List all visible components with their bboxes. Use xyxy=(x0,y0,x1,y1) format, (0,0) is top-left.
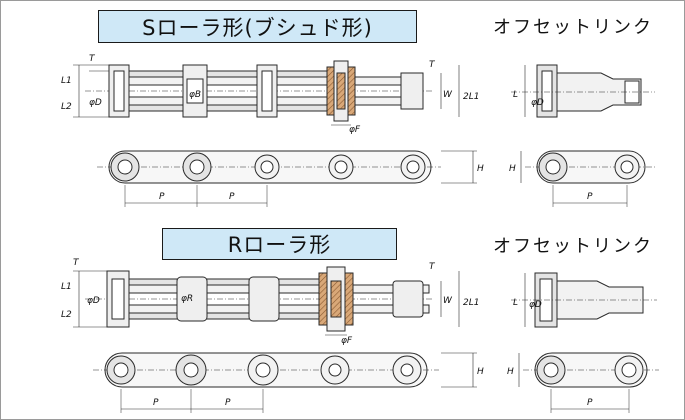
s-dim-2l1: 2L1 xyxy=(463,92,479,102)
s-offset-dim-l: L xyxy=(513,90,518,100)
r-offset-dim-p: P xyxy=(587,398,593,408)
s-dim-phi-b: φB xyxy=(189,90,201,100)
s-dim-p2: P xyxy=(229,192,235,202)
r-dim-phi-d: φD xyxy=(87,296,100,306)
r-dim-w: W xyxy=(443,296,453,306)
r-dim-phi-f: φF xyxy=(341,336,353,346)
s-offset-side-view xyxy=(520,150,657,207)
r-offset-top-view xyxy=(511,272,657,328)
r-dim-p1: P xyxy=(153,398,159,408)
s-top-view xyxy=(73,60,460,126)
s-offset-top-view xyxy=(511,64,655,118)
r-roller-1 xyxy=(176,276,208,322)
r-offset-dim-l: L xyxy=(513,298,518,308)
s-dim-h: H xyxy=(477,164,484,174)
r-offset-side-view xyxy=(518,352,659,413)
s-dim-t-right: T xyxy=(429,60,436,70)
r-side-view xyxy=(93,352,477,413)
r-dim-l1: L1 xyxy=(61,282,72,292)
s-offset-dim-p: P xyxy=(587,192,593,202)
s-offset-dim-phi-d: φD xyxy=(531,98,544,108)
s-dim-w: W xyxy=(443,90,453,100)
r-dim-p2: P xyxy=(225,398,231,408)
r-top-view xyxy=(73,266,460,336)
r-roller-title: Rローラ形 xyxy=(162,228,397,260)
s-dim-t: T xyxy=(89,54,96,64)
s-dim-l1: L1 xyxy=(61,76,72,86)
r-dim-t: T xyxy=(73,258,80,268)
s-dim-p1: P xyxy=(159,192,165,202)
s-dim-phi-d: φD xyxy=(89,98,102,108)
r-offset-dim-phi-d: φD xyxy=(529,300,542,310)
r-offset-dim-h: H xyxy=(507,367,514,377)
r-roller-2 xyxy=(248,276,280,322)
s-roller-title: Sローラ形(ブシュド形) xyxy=(98,10,417,43)
r-dim-h: H xyxy=(477,367,484,377)
r-offset-link-label: オフセットリンク xyxy=(493,236,653,257)
s-offset-dim-h: H xyxy=(509,164,516,174)
s-dim-phi-f: φF xyxy=(349,125,361,135)
s-side-view xyxy=(97,150,477,207)
r-dim-l2: L2 xyxy=(61,310,72,320)
s-offset-link-label: オフセットリンク xyxy=(493,17,653,38)
r-dim-t-right: T xyxy=(429,262,436,272)
r-dim-2l1: 2L1 xyxy=(463,298,479,308)
r-dim-phi-r: φR xyxy=(181,294,193,304)
s-dim-l2: L2 xyxy=(61,102,72,112)
